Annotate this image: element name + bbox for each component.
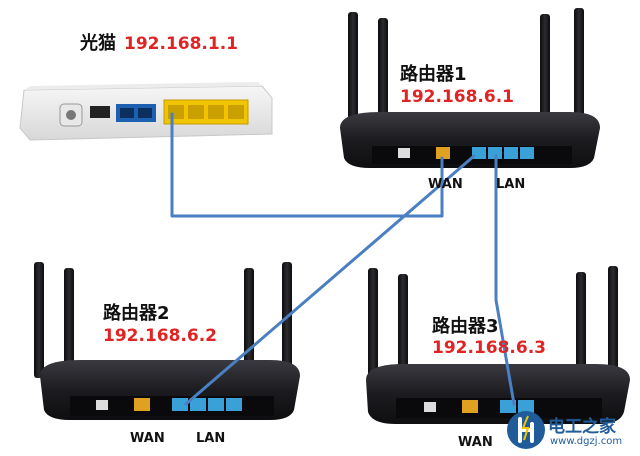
router2-antenna — [34, 262, 44, 378]
router1-ip: 192.168.6.1 — [400, 87, 515, 107]
router2-power-port — [96, 400, 108, 410]
router2-lan-port — [190, 398, 206, 411]
router2-wan-label: WAN — [130, 431, 165, 446]
router2-lan-port — [208, 398, 224, 411]
modem-device — [19, 82, 273, 141]
router3-ip: 192.168.6.3 — [432, 338, 547, 358]
modem-ip: 192.168.1.1 — [124, 34, 239, 54]
modem-name: 光猫 — [80, 33, 116, 54]
router2-lan-port — [226, 398, 242, 411]
watermark-url: www.dgzj.com — [550, 436, 623, 447]
modem-phone-port — [120, 108, 134, 118]
router3-name: 路由器3 — [432, 316, 499, 337]
modem-usb-port — [90, 106, 110, 118]
router3-lan-port — [518, 400, 534, 413]
router3-device — [366, 266, 630, 424]
router3-antenna — [368, 268, 378, 380]
modem-phone-port — [138, 108, 152, 118]
router3-antenna — [608, 266, 618, 380]
router2-antenna — [282, 262, 292, 378]
modem-lan-port — [208, 105, 224, 119]
router2-lan-port — [172, 398, 188, 411]
router3-power-port — [424, 402, 436, 412]
router1-name: 路由器1 — [400, 64, 467, 85]
router1-lan-port — [520, 147, 534, 159]
cable-modem-to-router1-wan — [170, 112, 444, 218]
modem-lan-port — [188, 105, 204, 119]
cable-router1-lan-to-router3 — [494, 154, 516, 406]
modem-lan-port — [168, 105, 184, 119]
router2-ip: 192.168.6.2 — [103, 326, 218, 346]
router3-wan-label: WAN — [458, 435, 493, 450]
modem-lan-port — [228, 105, 244, 119]
router1-antenna — [540, 14, 550, 130]
router1-lan-port — [488, 147, 502, 159]
router1-antenna — [348, 12, 358, 130]
router3-antenna — [576, 272, 586, 380]
watermark-logo-icon — [507, 411, 545, 449]
cable-router1-lan-to-router2-wan — [184, 154, 476, 406]
router1-wan-port — [436, 147, 450, 159]
router1-wan-label: WAN — [428, 177, 463, 192]
router2-antenna — [64, 268, 74, 378]
router2-name: 路由器2 — [103, 303, 170, 324]
router2-device — [34, 262, 300, 420]
router2-wan-port — [134, 398, 150, 411]
router1-lan-port — [504, 147, 518, 159]
router1-antenna — [574, 8, 584, 130]
router3-antenna — [398, 274, 408, 380]
router1-device — [340, 8, 600, 168]
router2-lan-label: LAN — [196, 431, 226, 446]
router3-lan-port — [500, 400, 516, 413]
router1-antenna — [378, 18, 388, 130]
watermark-text: 电工之家 — [548, 417, 616, 437]
watermark: 电工之家 www.dgzj.com — [506, 410, 636, 452]
router3-wan-port — [462, 400, 478, 413]
router1-power-port — [398, 148, 410, 158]
router1-lan-label: LAN — [496, 177, 526, 192]
